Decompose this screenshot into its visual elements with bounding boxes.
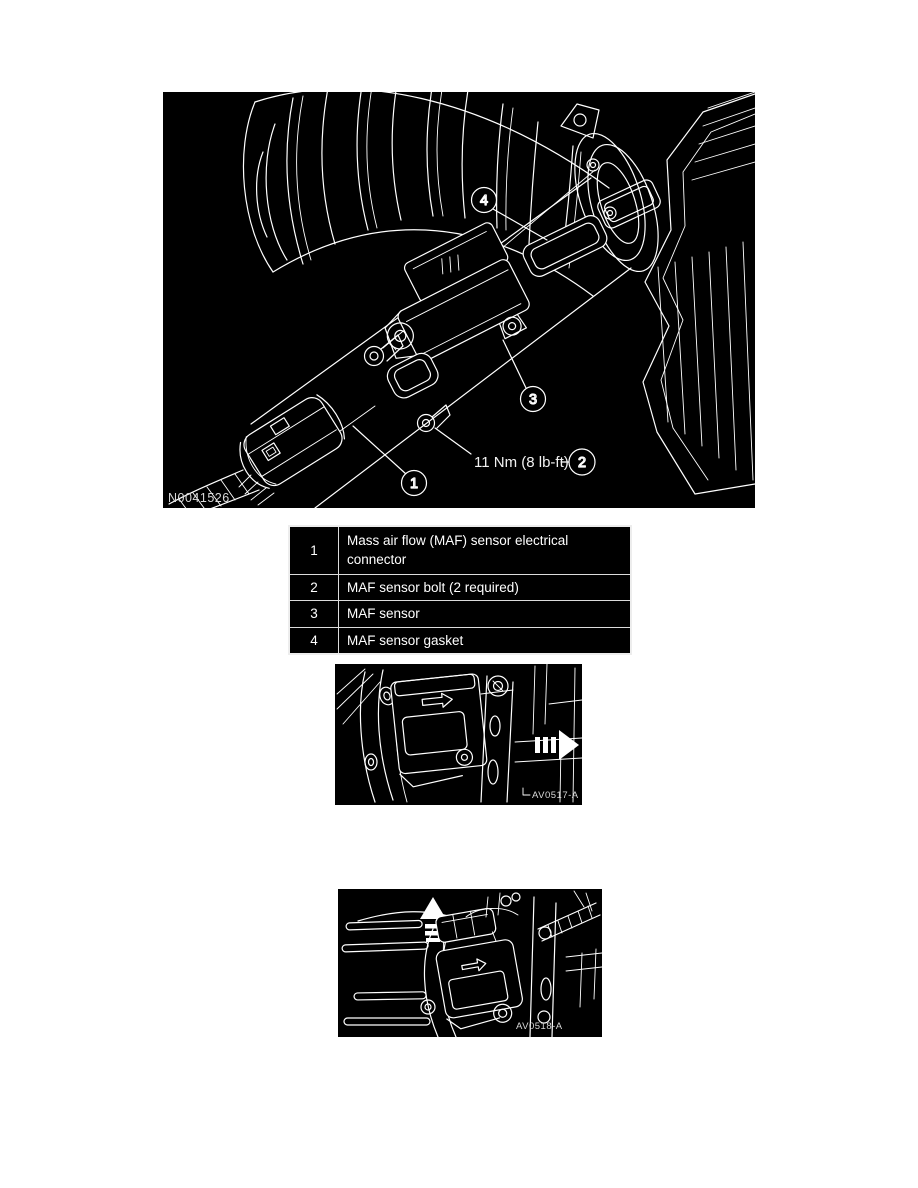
cap-details-top	[465, 890, 593, 918]
callout-2: 2	[568, 448, 596, 476]
part-description: MAF sensor gasket	[338, 626, 632, 655]
label-leader	[522, 787, 531, 796]
part-description: MAF sensor	[338, 600, 632, 628]
part-description: MAF sensor bolt (2 required)	[338, 574, 632, 602]
right-arrow-icon	[421, 692, 453, 708]
callout-3: 3	[519, 385, 547, 413]
svg-text:1: 1	[410, 476, 418, 492]
maf-sensor	[384, 222, 530, 399]
maf-electrical-connector	[168, 394, 346, 508]
callout-4: 4	[470, 186, 498, 214]
maf-sensor-removal-figure: AV0517-A	[335, 664, 582, 805]
air-cleaner-housing	[642, 92, 755, 495]
callout-leader-lines	[352, 208, 570, 475]
maf-sensor-installation-figure: AV0518-A	[338, 889, 602, 1037]
up-arrow-icon	[420, 897, 446, 919]
maf-sensor-bolt-lower	[416, 404, 451, 433]
part-number: 3	[288, 600, 339, 628]
maf-sensor	[390, 673, 488, 788]
figure-id-label: N0041526	[168, 491, 230, 505]
svg-text:4: 4	[480, 193, 488, 209]
clamp-ring	[560, 103, 661, 273]
slide-out-arrow	[535, 730, 579, 760]
maf-sensor-gasket	[522, 215, 608, 277]
table-row: 3 MAF sensor	[288, 600, 632, 628]
parts-legend-table: 1 Mass air flow (MAF) sensor electrical …	[288, 525, 632, 655]
torque-note: 11 Nm (8 lb-ft)	[474, 454, 569, 471]
maf-sensor-bolt-upper	[363, 334, 404, 367]
figure-id-label: AV0517-A	[532, 790, 579, 801]
table-row: 1 Mass air flow (MAF) sensor electrical …	[288, 525, 632, 576]
part-number: 4	[288, 626, 339, 655]
bracket-right	[529, 896, 602, 1037]
maf-exploded-view-figure: 4 3 1 2 11 Nm (8 lb-ft) N0041526	[163, 92, 755, 508]
svg-text:3: 3	[529, 392, 537, 408]
part-description: Mass air flow (MAF) sensor electrical co…	[338, 525, 632, 576]
table-row: 4 MAF sensor gasket	[288, 626, 632, 655]
part-number: 1	[288, 525, 339, 576]
maf-sensor	[435, 907, 523, 1030]
right-arrow-icon	[559, 730, 579, 760]
svg-text:2: 2	[578, 455, 586, 471]
figure-id-label: AV0518-A	[516, 1021, 563, 1032]
table-row: 2 MAF sensor bolt (2 required)	[288, 574, 632, 602]
rails-left	[341, 919, 431, 1026]
part-number: 2	[288, 574, 339, 602]
bracket-right	[480, 664, 582, 803]
right-arrow-icon	[461, 958, 487, 972]
callout-1: 1	[400, 469, 428, 497]
